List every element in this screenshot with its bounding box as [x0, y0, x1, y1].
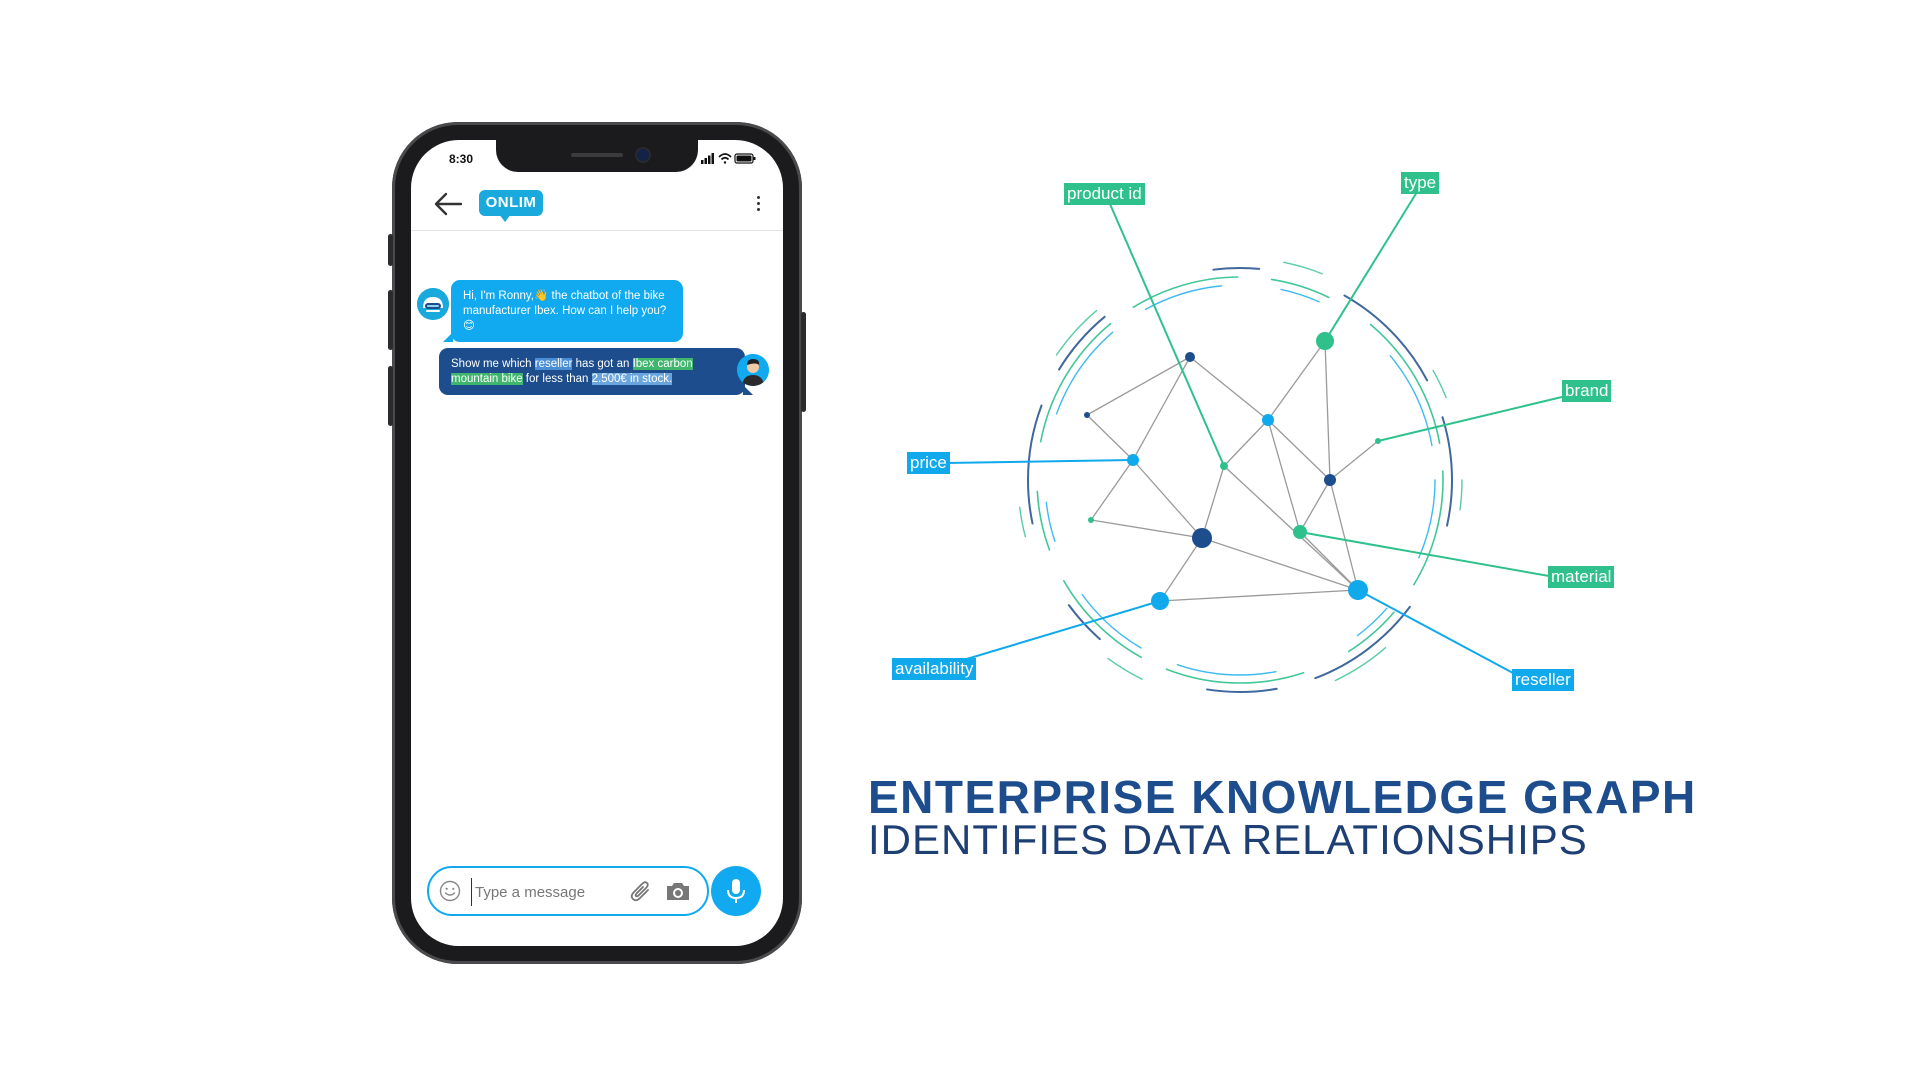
- graph-node: [1293, 525, 1307, 539]
- phone-power-button: [801, 312, 806, 412]
- microphone-icon: [727, 879, 745, 903]
- status-time: 8:30: [449, 152, 474, 166]
- back-arrow-icon[interactable]: [433, 190, 463, 218]
- onlim-logo-text: ONLIM: [479, 190, 543, 216]
- onlim-logo-tail: [499, 214, 511, 222]
- bubble-tail: [743, 385, 753, 395]
- graph-node: [1127, 454, 1139, 466]
- user-message-segment: has got an: [572, 358, 633, 370]
- graph-label-brand: brand: [1562, 380, 1612, 402]
- phone-mockup: 8:30 ONLIM: [388, 122, 806, 964]
- message-input[interactable]: [471, 878, 627, 906]
- bot-avatar: [417, 288, 449, 320]
- graph-node: [1220, 462, 1228, 470]
- graph-node: [1192, 528, 1212, 548]
- graph-node: [1316, 332, 1334, 350]
- paperclip-icon[interactable]: [629, 879, 653, 903]
- graph-label-product-id: product id: [1064, 183, 1145, 205]
- signal-icon: [701, 153, 714, 164]
- emoji-icon[interactable]: [439, 880, 461, 902]
- graph-node: [1151, 592, 1169, 610]
- graph-label-type: type: [1401, 172, 1440, 194]
- graph-node: [1324, 474, 1336, 486]
- graph-node: [1185, 352, 1195, 362]
- phone-screen: 8:30 ONLIM: [411, 140, 783, 946]
- graph-edges: [1086, 340, 1379, 602]
- camera-icon[interactable]: [665, 880, 691, 902]
- battery-icon: [734, 153, 756, 164]
- graph-label-availability: availability: [892, 658, 977, 680]
- graph-orbit-rings: [1017, 257, 1463, 703]
- kebab-menu-icon[interactable]: [755, 196, 761, 216]
- headline: ENTERPRISE KNOWLEDGE GRAPH: [868, 771, 1697, 823]
- phone-silent-switch: [388, 234, 393, 266]
- user-message-bubble: Show me which reseller has got an Ibex c…: [439, 348, 753, 395]
- subline: IDENTIFIES DATA RELATIONSHIPS: [868, 816, 1588, 863]
- status-icons: [701, 153, 756, 164]
- graph-label-connectors: [945, 191, 1563, 674]
- bot-message-text: Hi, I'm Ronny,👋 the chatbot of the bike …: [463, 290, 667, 332]
- graph-node: [1262, 414, 1274, 426]
- graph-node: [1375, 438, 1381, 444]
- speaker-grille: [571, 153, 623, 157]
- phone-volume-up: [388, 290, 393, 350]
- user-message-segment: Show me which: [451, 358, 535, 370]
- bot-message-bubble: Hi, I'm Ronny,👋 the chatbot of the bike …: [443, 280, 683, 342]
- user-avatar: [737, 354, 769, 386]
- phone-notch: [496, 140, 698, 172]
- microphone-button[interactable]: [711, 866, 761, 916]
- user-message-segment: for less than: [522, 373, 592, 385]
- graph-nodes: [1084, 332, 1381, 610]
- entity-highlight-reseller: reseller: [534, 358, 573, 370]
- graph-node: [1084, 412, 1090, 418]
- message-composer: [427, 866, 709, 916]
- onlim-logo: ONLIM: [479, 190, 545, 224]
- graph-label-material: material: [1548, 566, 1615, 588]
- wifi-icon: [718, 153, 732, 164]
- chat-header: ONLIM: [411, 178, 783, 231]
- bubble-tail: [443, 332, 453, 342]
- entity-highlight-price-availability: 2.500€ in stock.: [591, 373, 673, 385]
- graph-node: [1348, 580, 1368, 600]
- graph-node: [1088, 517, 1094, 523]
- graph-label-reseller: reseller: [1512, 669, 1574, 691]
- phone-volume-down: [388, 366, 393, 426]
- front-camera: [637, 149, 649, 161]
- graph-label-price: price: [907, 452, 950, 474]
